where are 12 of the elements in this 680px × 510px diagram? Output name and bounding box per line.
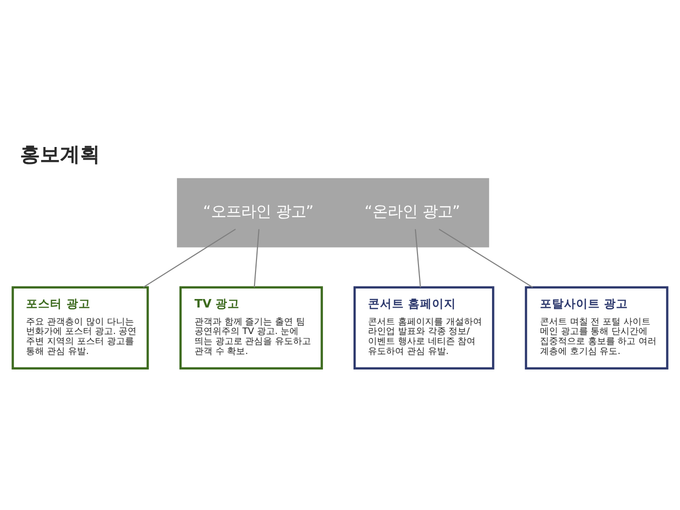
node-text: “오프라인 광고”	[203, 202, 314, 220]
node-box: 포탈사이트 광고 콘서트 며칠 전 포털 사이트 메인 광고를 통해 단시간에 집중적으로 홍보를 하고 여러 계층에 호기심 유도.	[524, 286, 668, 370]
node-box: 포스터 광고 주요 관객층이 많이 다니는 번화가에 포스터 광고. 공연 주변 지역의 포스터 광고를 통해 관심 유발.	[12, 286, 149, 370]
diagram-title: 홍보계획	[20, 142, 100, 166]
node-box: 콘서트 홈페이지 콘서트 홈페이지를 개설하여 라인업 발표와 각종 정보/ 이벤트 행사로 네티즌 참여 유도하여 관심 유발.	[354, 286, 494, 370]
connector	[438, 228, 533, 288]
connector	[142, 228, 236, 288]
connector	[414, 228, 421, 287]
node-box: TV 광고 관객과 함께 즐기는 출연 팀 공연위주의 TV 광고. 눈에 띄는 광고로 관심을 유도하고 관객 수 확보.	[179, 286, 323, 370]
cluster	[176, 178, 490, 247]
connector	[254, 228, 260, 287]
node-text: “온라인 광고”	[364, 202, 460, 220]
